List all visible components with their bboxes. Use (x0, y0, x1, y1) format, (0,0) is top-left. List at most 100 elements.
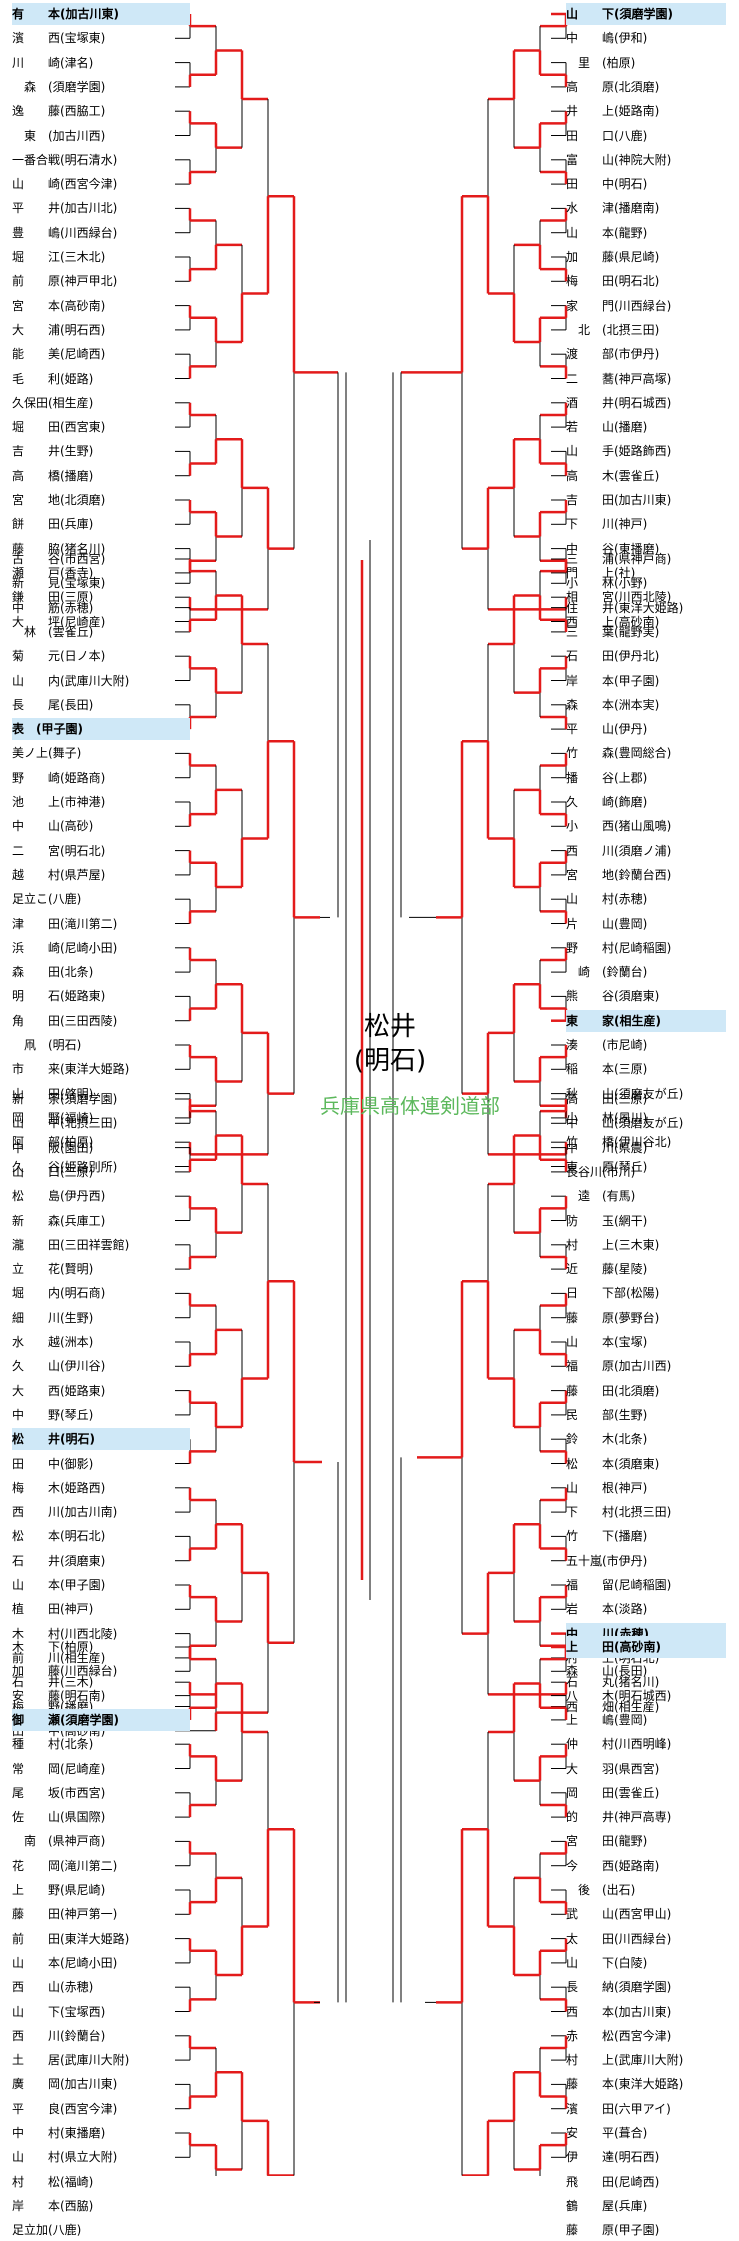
left-bracket-entry: 石 井(須磨東) (12, 1553, 106, 1568)
right-bracket-entry: 竹 橋(伊川谷北) (566, 1135, 672, 1150)
champion-school: (明石) (353, 1046, 427, 1076)
left-bracket-entry: 常 岡(尼崎産) (12, 1761, 106, 1776)
left-bracket-entry: 中 野(琴丘) (12, 1407, 94, 1422)
right-bracket-entry: 福 原(加古川西) (566, 1359, 672, 1374)
left-bracket-entry: 山 田(啓明) (12, 1086, 94, 1101)
right-bracket-entry: 中 谷(東播磨) (566, 541, 660, 556)
right-bracket-entry: 森 本(洲本実) (566, 697, 660, 712)
left-bracket-entry: 森 田(北条) (12, 965, 94, 980)
right-bracket-entry: 井 上(姫路南) (566, 104, 660, 119)
left-bracket-entry: 前 原(神戸甲北) (12, 274, 118, 289)
left-bracket-entry: 村 松(福崎) (12, 2174, 94, 2189)
right-bracket-entry: 中 川(県農) (566, 1140, 648, 1155)
left-bracket-entry: 平 良(西宮今津) (12, 2101, 118, 2116)
right-bracket-entry: 稲 本(三原) (566, 1062, 648, 1077)
right-bracket-entry: 田 中(明石) (566, 177, 648, 192)
right-bracket-entry: 飛 田(尼崎西) (566, 2174, 660, 2189)
left-bracket-entry: 石 井(三木) (12, 1675, 94, 1690)
left-bracket-entry: 森 (須磨学園) (12, 79, 106, 94)
left-bracket-entry: 御 瀬(須磨学園) (12, 1708, 190, 1731)
left-bracket-entry: 松 島(伊丹西) (12, 1189, 106, 1204)
left-bracket-entry: 山 口(三原) (12, 1164, 94, 1179)
left-bracket-entry: 林 (雲雀丘) (12, 624, 94, 639)
left-bracket-entry: 中 筋(赤穂) (12, 600, 94, 615)
right-bracket-entry: 竹 下(播磨) (566, 1529, 648, 1544)
left-bracket-entry: 西 川(鈴蘭台) (12, 2028, 106, 2043)
right-bracket-entry: 家 門(川西緑台) (566, 298, 672, 313)
left-bracket-entry: 毛 利(姫路) (12, 371, 94, 386)
left-bracket-entry: 中 阪(園田) (12, 1140, 94, 1155)
left-bracket-entry: 西 川(加古川南) (12, 1505, 118, 1520)
right-bracket-entry: 藤 原(甲子園) (566, 2223, 660, 2238)
left-bracket-entry: 瀬 戸(香寺) (12, 565, 94, 580)
right-bracket-entry: 上 田(高砂南) (566, 1636, 726, 1658)
left-bracket-entry: 濱 西(宝塚東) (12, 31, 106, 46)
right-bracket-entry: 住 井(東洋大姫路) (566, 600, 684, 615)
left-bracket-entry: 東 (加古川西) (12, 128, 106, 143)
right-bracket-entry: 梅 田(明石北) (566, 274, 660, 289)
right-bracket-entry: 平 山(伊丹) (566, 722, 648, 737)
right-bracket-entry: 逵 (有馬) (566, 1189, 636, 1204)
right-bracket-entry: 岡 田(雲雀丘) (566, 1785, 660, 1800)
left-bracket-entry: 田 中(御影) (12, 1456, 94, 1471)
right-bracket-entry: 下 村(北摂三田) (566, 1505, 672, 1520)
left-bracket-entry: 植 田(神戸) (12, 1602, 94, 1617)
right-bracket-entry: 山 根(神戸) (566, 1480, 648, 1495)
right-bracket-entry: 片 山(豊岡) (566, 916, 648, 931)
left-bracket-entry: 中 村(東播磨) (12, 2126, 106, 2140)
left-bracket-entry: 久 山(伊川谷) (12, 1359, 106, 1374)
left-bracket-entry: 久 谷(姫路別所) (12, 1159, 118, 1174)
left-bracket-entry: 宮 本(高砂南) (12, 298, 106, 313)
right-bracket-entry: 東 家(相生産) (566, 1009, 726, 1032)
left-bracket-entry: 大 浦(明石西) (12, 322, 106, 337)
right-bracket-entry: 富 山(神院大附) (566, 152, 672, 167)
right-bracket-entry: 播 谷(上郡) (566, 770, 648, 785)
left-bracket-entry: 新 茶(須磨学園) (12, 1092, 118, 1106)
right-bracket-entry: 西 畑(相生産) (566, 1699, 660, 1714)
right-bracket-entry: 森 山(長田) (566, 1664, 648, 1679)
left-bracket-entry: 堀 田(西宮東) (12, 420, 106, 435)
left-bracket-entry: 大 坪(尼崎産) (12, 614, 106, 629)
right-bracket-entry: 山 下(白陵) (566, 1955, 648, 1970)
left-bracket-entry: 山 本(甲子園) (12, 1578, 106, 1592)
left-bracket-entry: 高 橋(播磨) (12, 468, 94, 483)
right-bracket-entry: 田 口(八鹿) (566, 128, 648, 143)
right-bracket-entry: 中 山(須磨友が丘) (566, 1116, 684, 1131)
left-bracket-entry: 瀧 田(三田祥雲館) (12, 1237, 130, 1252)
right-bracket-entry: 安 平(葺合) (566, 2126, 648, 2140)
left-bracket-entry: 美ノ上(舞子) (12, 746, 82, 761)
left-bracket-entry: 菊 元(日ノ本) (12, 649, 106, 664)
left-bracket-entry: 一番合戦(明石清水) (12, 152, 118, 167)
left-bracket-entry: 種 村(北条) (12, 1737, 94, 1752)
left-bracket-entry: 宮 地(北須磨) (12, 493, 106, 507)
right-bracket-entry: 二 蕎(神戸高塚) (566, 371, 672, 386)
left-bracket-entry: 中 山(高砂) (12, 819, 94, 834)
right-bracket-entry: 長谷川(市川) (566, 1164, 636, 1179)
left-bracket-entry: 古 谷(市西宮) (12, 552, 106, 566)
right-bracket-entry: 山 本(宝塚) (566, 1335, 648, 1349)
right-bracket-entry: 八 木(明石城西) (566, 1688, 672, 1703)
right-bracket-entry: 湊 (市尼崎) (566, 1038, 648, 1052)
right-bracket-entry: 渡 部(市伊丹) (566, 347, 660, 362)
right-bracket-entry: 下 川(神戸) (566, 517, 648, 532)
right-bracket-entry: 村 上(三木東) (566, 1237, 660, 1252)
right-bracket-entry: 高 田(三原) (566, 1092, 648, 1106)
right-bracket-entry: 岸 本(甲子園) (566, 673, 660, 688)
right-bracket-entry: 高 原(北須磨) (566, 79, 660, 94)
right-bracket-entry: 藤 原(夢野台) (566, 1310, 660, 1325)
right-bracket-entry: 山 本(龍野) (566, 225, 648, 240)
left-bracket-entry: 土 居(武庫川大附) (12, 2053, 130, 2068)
left-bracket-entry: 上 野(県尼崎) (12, 1883, 106, 1897)
right-bracket-entry: 小 林(小野) (566, 576, 648, 591)
left-bracket-entry: 阿 部(柏原) (12, 1135, 94, 1150)
left-bracket-entry: 凧 (明石) (12, 1038, 82, 1052)
right-bracket-entry: 藤 本(東洋大姫路) (566, 2077, 684, 2092)
left-bracket-entry: 岡 野(福崎) (12, 1110, 94, 1125)
right-bracket-entry: 水 津(播磨南) (566, 201, 660, 216)
right-bracket-entry: 長 納(須磨学園) (566, 1980, 672, 1995)
right-bracket-entry: 山 手(姫路飾西) (566, 444, 672, 459)
right-bracket-entry: 太 田(川西緑台) (566, 1931, 672, 1946)
left-bracket-entry: 表 (甲子園) (12, 718, 190, 741)
left-bracket-entry: 水 越(洲本) (12, 1335, 94, 1349)
right-bracket-entry: 後 (出石) (566, 1883, 636, 1897)
